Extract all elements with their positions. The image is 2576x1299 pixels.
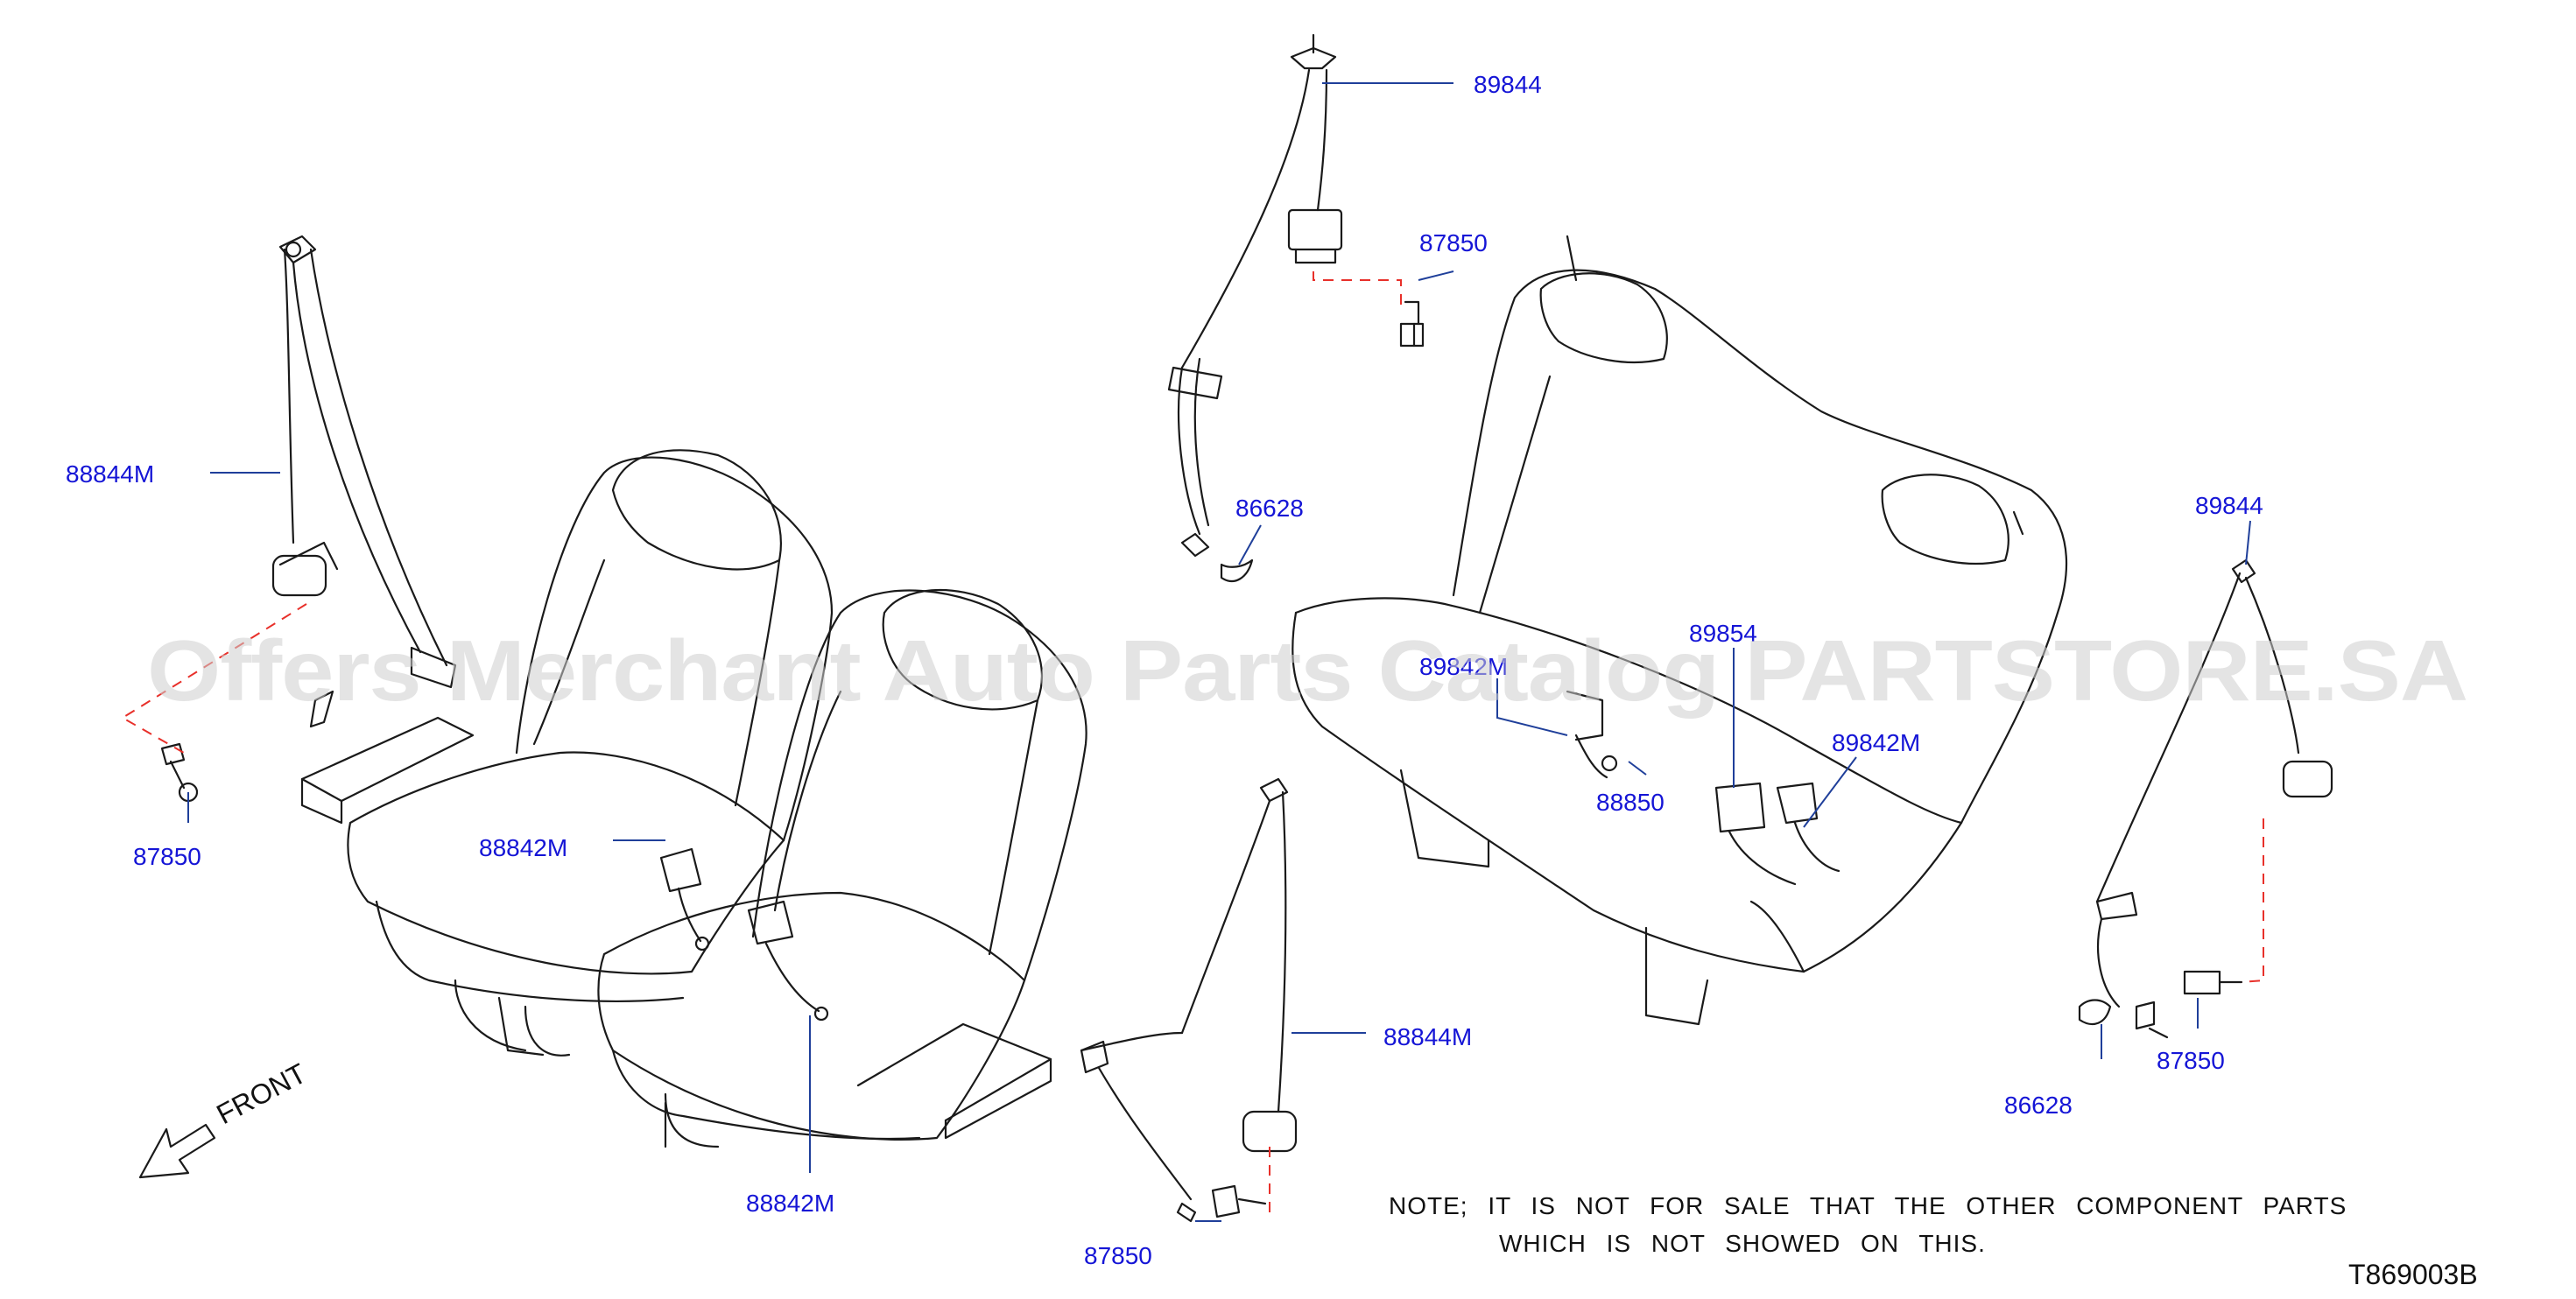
part-label[interactable]: 89844 <box>1474 71 1542 98</box>
left-seat-belt-assembly <box>271 235 457 728</box>
bottom-center-belt-assembly <box>1080 777 1298 1223</box>
part-label[interactable]: 87850 <box>2157 1047 2225 1074</box>
top-center-belt-assembly <box>1167 33 1425 582</box>
note-line-1: NOTE; IT IS NOT FOR SALE THAT THE OTHER … <box>1389 1192 2347 1219</box>
front-arrow-icon: FRONT <box>138 1057 312 1179</box>
part-label[interactable]: 86628 <box>2004 1092 2073 1119</box>
right-side-belt-assembly <box>2078 558 2333 1039</box>
part-label[interactable]: 86628 <box>1235 495 1304 522</box>
watermark: Offers Merchant Auto Parts Catalog PARTS… <box>147 622 2467 719</box>
bolt-icons <box>160 322 1416 803</box>
note-line-2: WHICH IS NOT SHOWED ON THIS. <box>1499 1230 1986 1257</box>
part-label[interactable]: 89842M <box>1832 729 1920 756</box>
part-label[interactable]: 88844M <box>66 460 154 488</box>
part-label[interactable]: 88850 <box>1596 789 1665 816</box>
part-label[interactable]: 88844M <box>1383 1023 1472 1050</box>
part-label[interactable]: 88842M <box>479 834 567 861</box>
part-label[interactable]: 87850 <box>133 843 201 870</box>
part-label[interactable]: 89844 <box>2195 492 2263 519</box>
part-label[interactable]: 88842M <box>746 1190 834 1217</box>
part-label[interactable]: 89842M <box>1419 653 1508 680</box>
front-label: FRONT <box>211 1057 311 1131</box>
diagram-code: T869003B <box>2348 1259 2478 1290</box>
dashed-connectors <box>121 271 2264 1217</box>
leader-lines <box>187 82 2251 1222</box>
rear-bench-seat-drawing <box>1292 235 2068 1026</box>
part-label[interactable]: 87850 <box>1084 1242 1152 1269</box>
front-seat-buckles <box>659 847 829 1022</box>
rear-center-buckles <box>1566 690 1841 886</box>
front-seats-drawing <box>300 449 1087 1148</box>
part-label[interactable]: 87850 <box>1419 229 1488 256</box>
part-labels: 89844 87850 86628 88844M 87850 88842M 88… <box>66 71 2263 1269</box>
part-label[interactable]: 89854 <box>1689 620 1757 647</box>
